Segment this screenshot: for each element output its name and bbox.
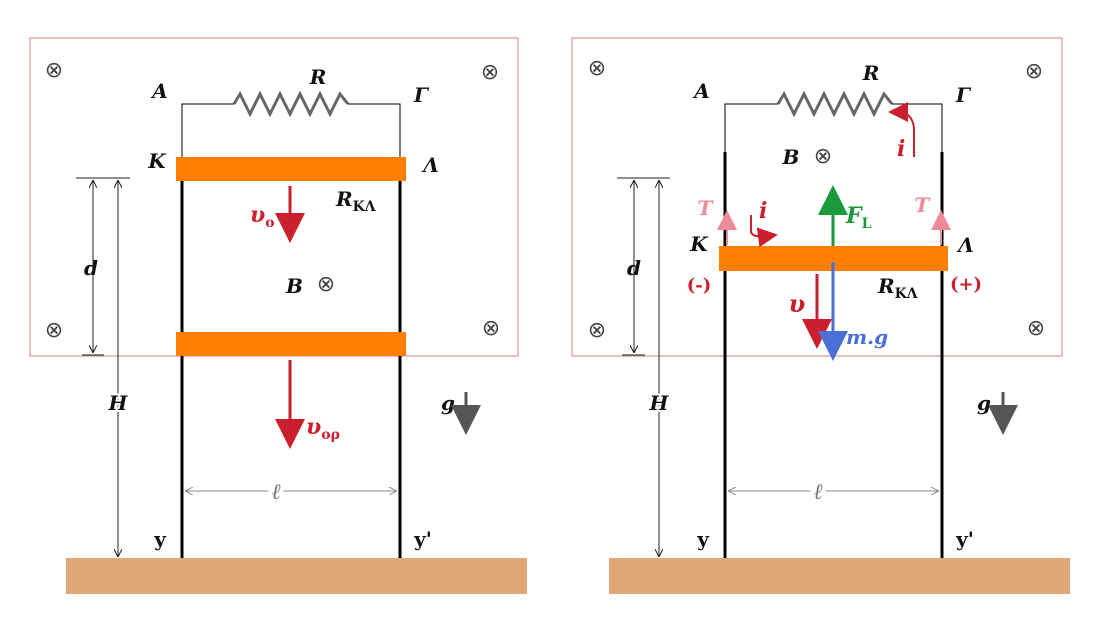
left-v0-label: υo — [250, 202, 275, 231]
label-minus: (-) — [687, 275, 712, 296]
label-y-prime: y' — [413, 527, 432, 551]
label-mg: m.g — [846, 325, 888, 349]
current-arrow-top — [888, 102, 915, 157]
label-y-prime: y' — [955, 527, 974, 551]
label-h: H — [108, 391, 129, 415]
right-panel: ⊗ ⊗ ⊗ ⊗ A Γ R B ⊗ K Λ RΚΛ (-) (+) i i — [571, 37, 1070, 594]
label-r: R — [309, 65, 327, 89]
label-t-l: T — [915, 193, 932, 217]
field-symbol-icon: ⊗ — [45, 318, 63, 343]
right-top-wire — [724, 103, 943, 152]
left-resistor — [232, 90, 350, 118]
field-symbol-icon: ⊗ — [482, 316, 500, 341]
label-fl: FL — [845, 203, 872, 232]
field-symbol-icon: ⊗ — [45, 58, 63, 83]
label-i-top: i — [897, 136, 905, 162]
label-r: R — [862, 61, 880, 85]
label-g: g — [441, 391, 455, 415]
left-rod-exit — [176, 332, 406, 356]
right-resistor — [776, 90, 894, 118]
left-ground — [66, 558, 527, 594]
field-symbol-icon: ⊗ — [588, 56, 606, 81]
field-symbol-icon: ⊗ — [588, 318, 606, 343]
label-gamma: Γ — [955, 83, 972, 107]
field-symbol-icon: ⊗ — [814, 144, 832, 169]
label-b: B — [285, 274, 303, 298]
right-ground — [609, 558, 1070, 594]
field-symbol-icon: ⊗ — [481, 60, 499, 85]
label-plus: (+) — [950, 274, 982, 295]
label-r-kl: RΚΛ — [335, 187, 377, 215]
label-i-k: i — [759, 198, 767, 224]
label-gamma: Γ — [413, 83, 430, 107]
field-symbol-icon: ⊗ — [1025, 59, 1043, 84]
label-y: y — [153, 527, 167, 551]
right-field-region — [571, 37, 1063, 357]
label-ell: ℓ — [271, 480, 281, 505]
left-top-wire — [181, 103, 401, 158]
label-g: g — [977, 391, 991, 415]
label-h: H — [649, 391, 670, 415]
label-d: d — [84, 256, 98, 280]
current-arrow-k — [750, 215, 778, 248]
label-ell: ℓ — [813, 480, 823, 505]
label-k: K — [689, 232, 709, 256]
label-lambda: Λ — [956, 233, 974, 257]
left-field-region — [29, 37, 519, 357]
label-a: A — [692, 79, 710, 103]
label-lambda: Λ — [421, 153, 439, 177]
left-panel: ⊗ ⊗ ⊗ ⊗ A Γ R K Λ RΚΛ B ⊗ υo υoρ d — [29, 37, 527, 594]
label-v: υ — [789, 289, 806, 318]
left-vor-label: υoρ — [306, 414, 340, 443]
field-symbol-icon: ⊗ — [1027, 316, 1045, 341]
label-b: B — [782, 145, 800, 169]
label-y: y — [696, 527, 710, 551]
label-a: A — [150, 79, 168, 103]
label-t-k: T — [698, 196, 715, 220]
label-k: K — [147, 149, 167, 173]
label-r-kl: RΚΛ — [877, 274, 919, 302]
left-rod-kl — [176, 157, 406, 181]
label-d: d — [627, 256, 641, 280]
field-symbol-icon: ⊗ — [317, 272, 335, 297]
